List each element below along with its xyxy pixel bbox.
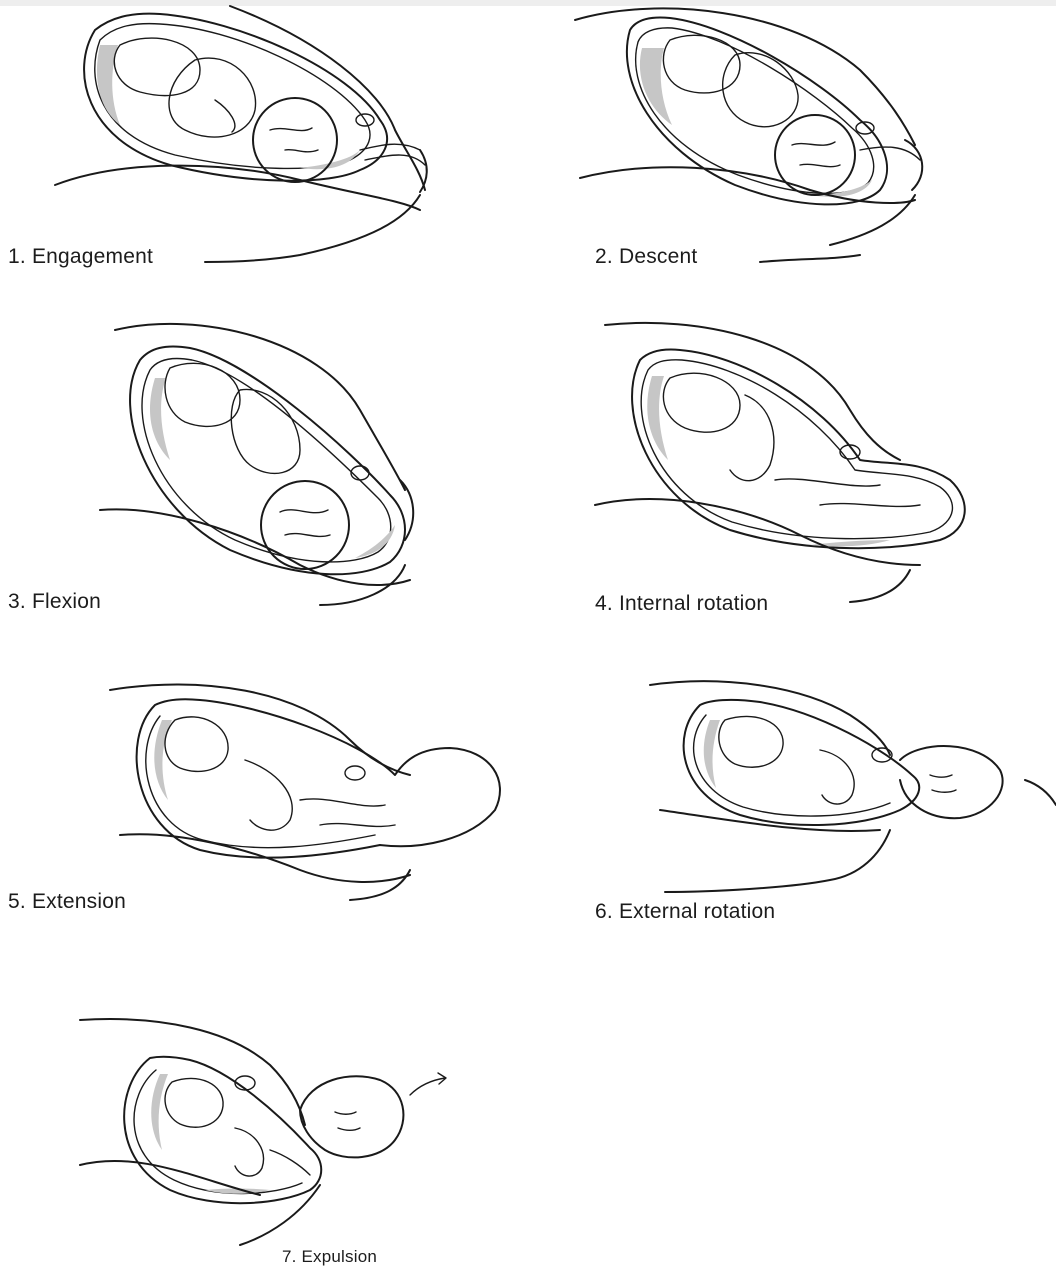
panel-engagement: 1. Engagement <box>0 0 520 290</box>
flexion-illustration <box>0 300 520 630</box>
stage-label: 2. Descent <box>595 245 697 269</box>
expulsion-illustration <box>0 1000 600 1275</box>
stage-label: 6. External rotation <box>595 900 775 924</box>
panel-extension: 5. Extension <box>0 660 520 960</box>
panel-external-rotation: 6. External rotation <box>560 660 1056 960</box>
internal-rotation-illustration <box>560 300 1056 630</box>
panel-expulsion: 7. Expulsion <box>0 1000 600 1275</box>
stage-label: 5. Extension <box>8 890 126 914</box>
stage-label: 3. Flexion <box>8 590 101 614</box>
stage-label: 1. Engagement <box>8 245 153 269</box>
stage-label: 7. Expulsion <box>282 1247 377 1267</box>
extension-illustration <box>0 660 520 960</box>
stage-label: 4. Internal rotation <box>595 592 768 616</box>
panel-internal-rotation: 4. Internal rotation <box>560 300 1056 630</box>
panel-descent: 2. Descent <box>560 0 1056 290</box>
panel-flexion: 3. Flexion <box>0 300 520 630</box>
